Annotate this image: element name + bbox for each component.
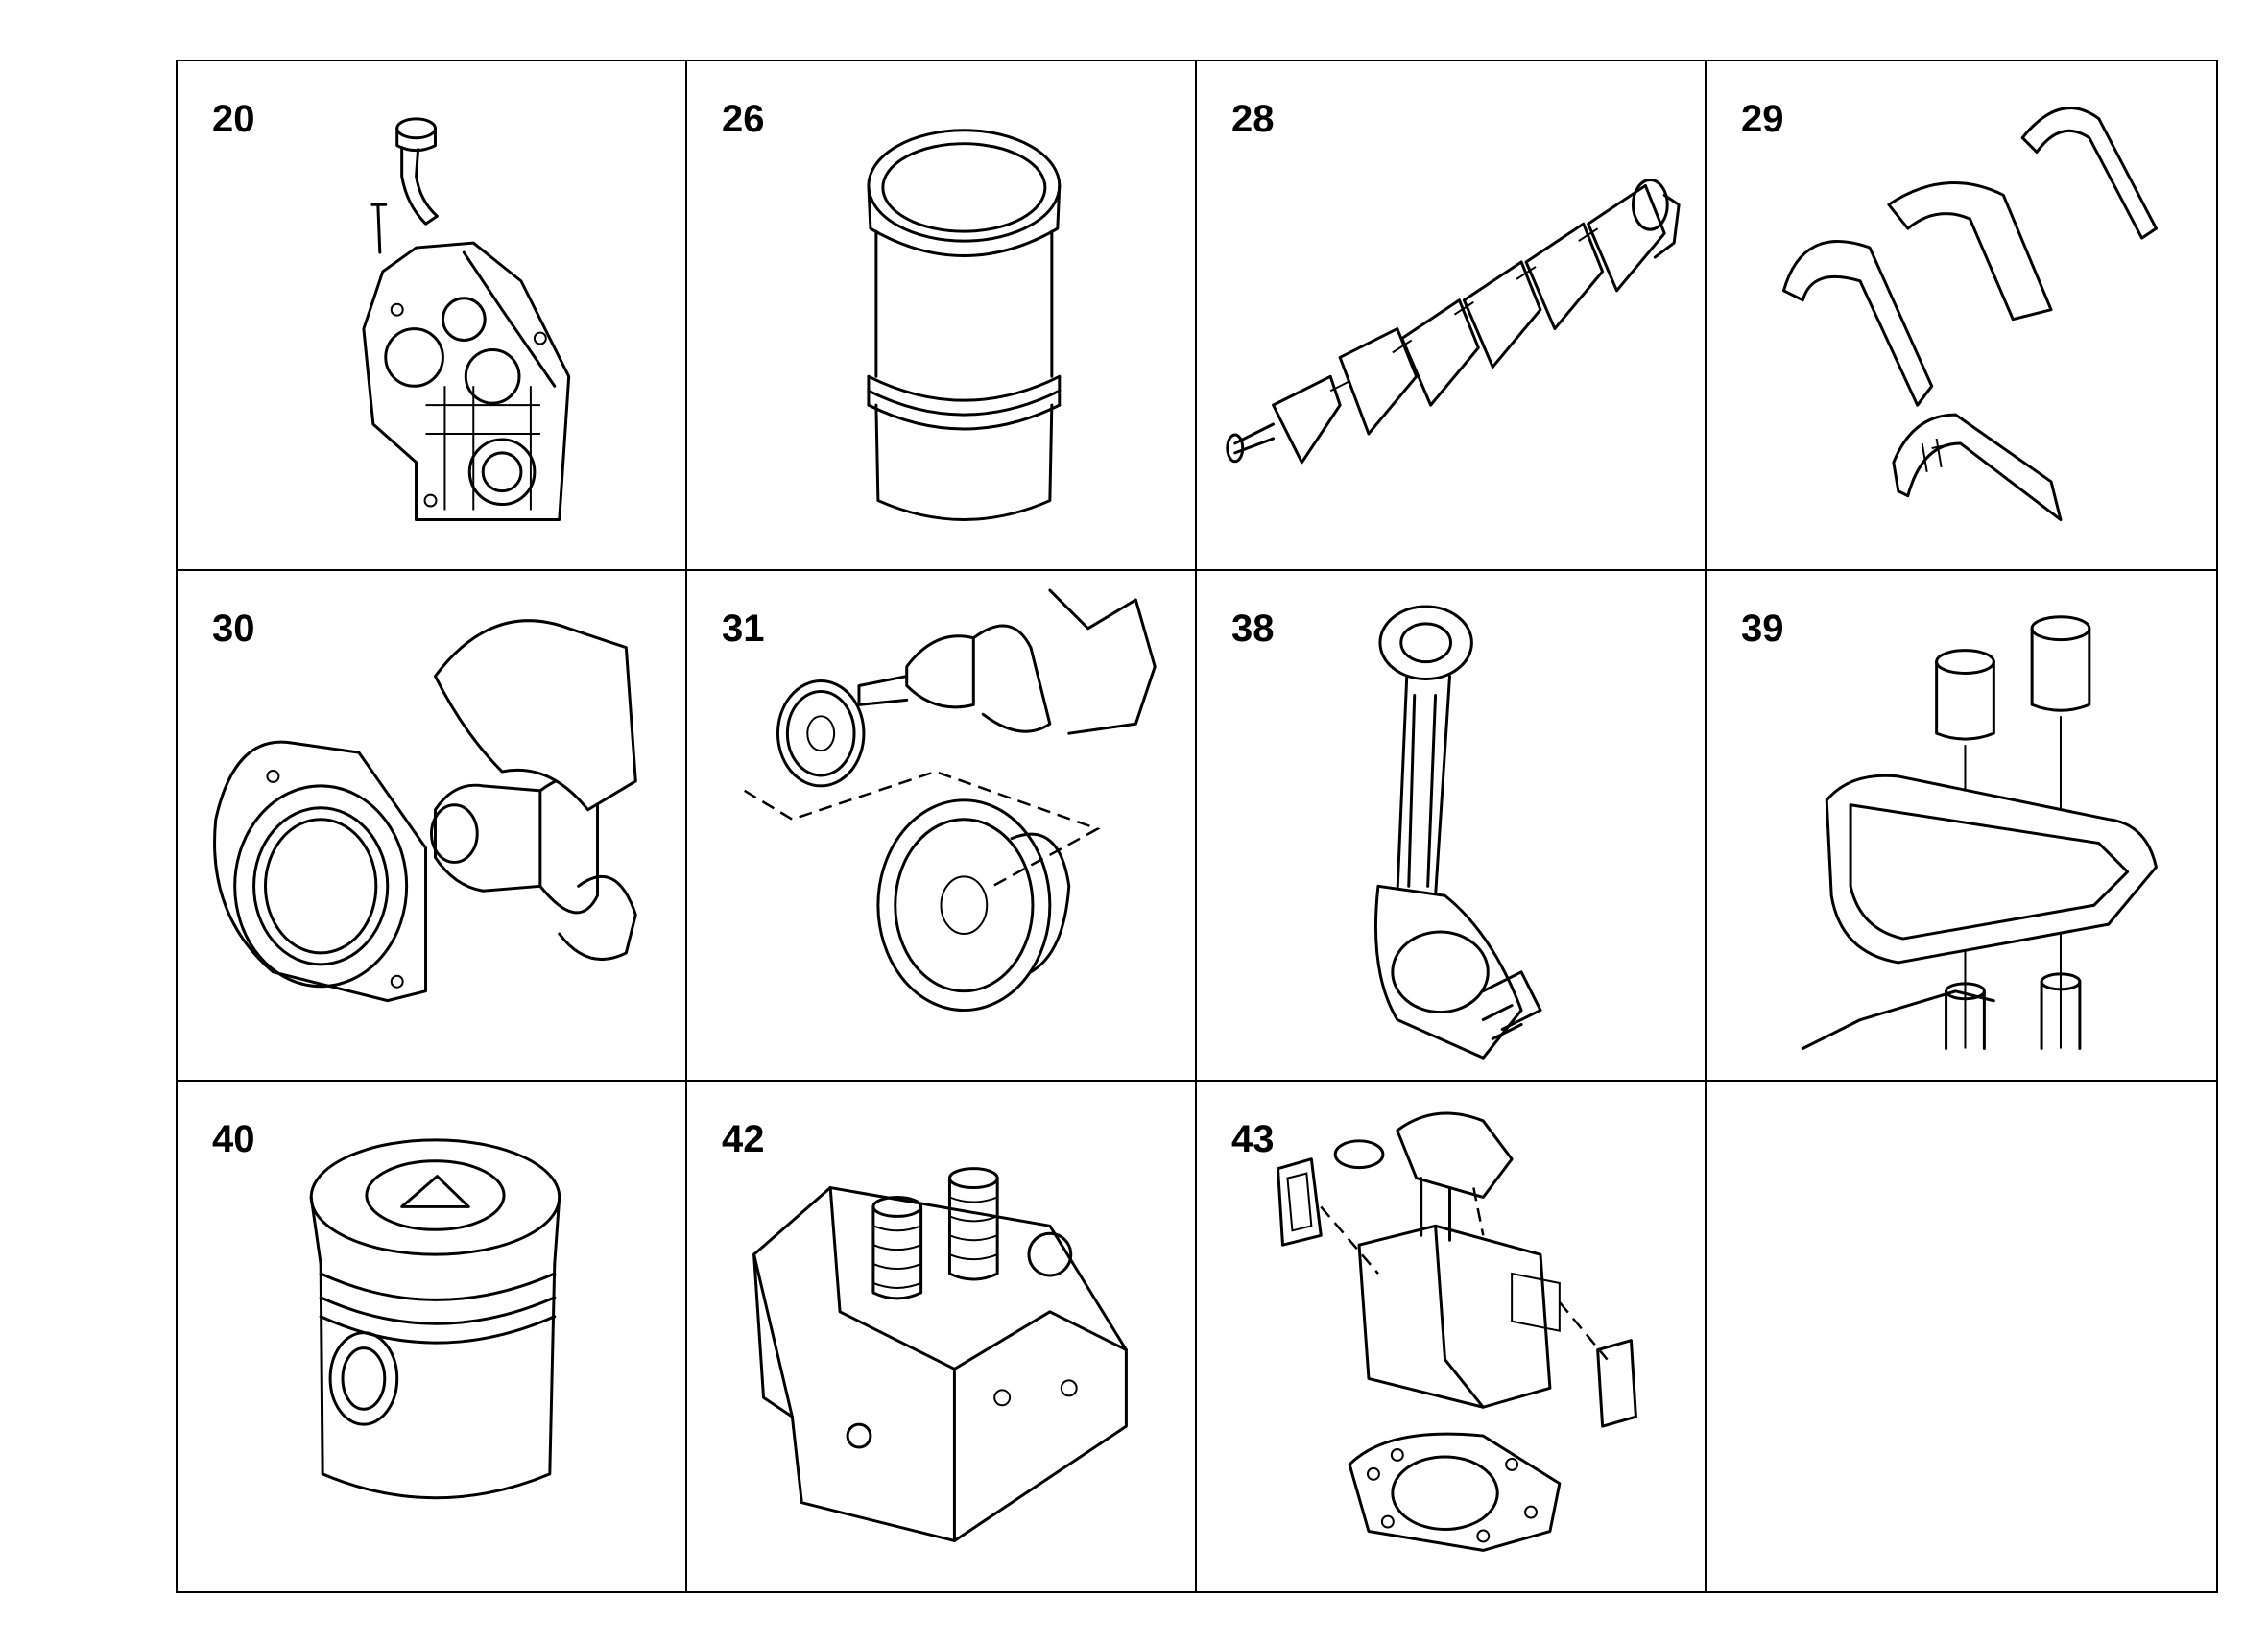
part-number: 26 xyxy=(722,98,765,140)
cylinder-head-gasket-set-icon xyxy=(1277,1111,1637,1552)
part-number: 29 xyxy=(1741,98,1784,140)
part-cell-28[interactable]: 28 xyxy=(1197,61,1707,572)
part-cell-40[interactable]: 40 xyxy=(178,1081,687,1591)
part-number: 28 xyxy=(1231,98,1275,140)
empty-cell xyxy=(1707,1082,2216,1591)
part-number: 31 xyxy=(722,608,765,651)
part-number: 42 xyxy=(722,1117,765,1160)
part-number: 43 xyxy=(1231,1117,1275,1160)
valve-spring-left xyxy=(871,1195,923,1300)
part-number: 30 xyxy=(212,608,255,651)
part-cell-38[interactable]: 38 xyxy=(1197,571,1707,1082)
part-cell-39[interactable]: 39 xyxy=(1707,571,2216,1082)
crankshaft-gear-icon xyxy=(744,588,1157,1013)
connecting-rod-icon xyxy=(1373,605,1542,1060)
part-cell-43[interactable]: 43 xyxy=(1197,1081,1707,1591)
part-cell-30[interactable]: 30 xyxy=(178,571,687,1082)
piston-icon xyxy=(309,1137,561,1499)
part-number: 39 xyxy=(1741,608,1784,651)
part-number: 40 xyxy=(212,1117,255,1160)
part-cell-42[interactable]: 42 xyxy=(687,1081,1197,1591)
part-number: 38 xyxy=(1231,608,1275,651)
parts-grid: 20 26 xyxy=(176,60,2218,1593)
part-cell-20[interactable]: 20 xyxy=(178,61,687,572)
cylinder-head-icon xyxy=(752,1166,1128,1542)
part-number: 20 xyxy=(212,98,255,140)
part-cell-26[interactable]: 26 xyxy=(687,61,1197,572)
main-bearing-shells-icon xyxy=(1781,107,2158,522)
injector-sleeve-icon xyxy=(1801,615,2158,1051)
crankshaft-seal-icon xyxy=(213,619,637,1003)
cylinder-liner-icon xyxy=(867,129,1062,521)
crankshaft-icon xyxy=(1226,178,1681,465)
valve-spring-right xyxy=(947,1166,999,1281)
part-cell-31[interactable]: 31 xyxy=(687,571,1197,1082)
part-cell-29[interactable]: 29 xyxy=(1707,61,2216,572)
gear-housing-with-dipstick-tube-icon xyxy=(362,117,571,521)
